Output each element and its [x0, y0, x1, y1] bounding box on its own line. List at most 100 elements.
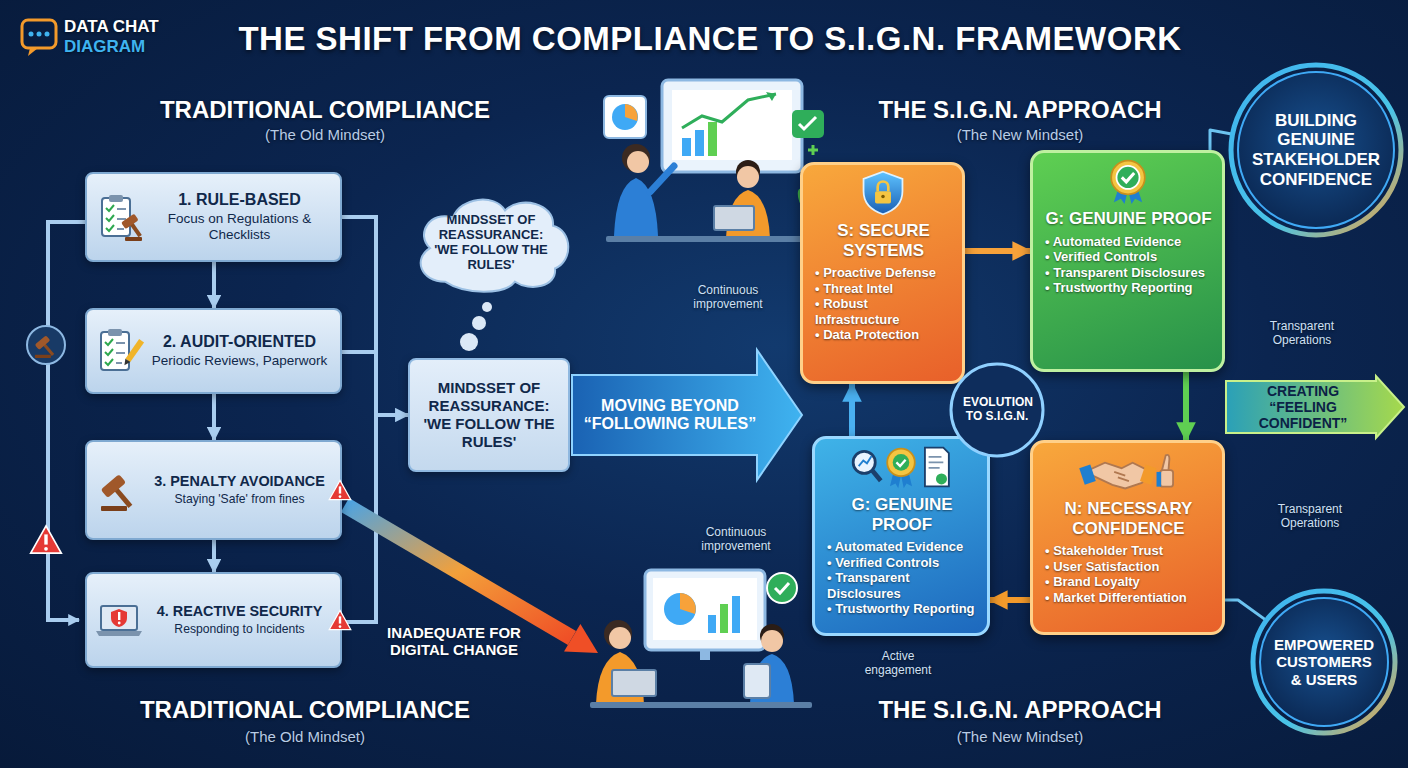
team-illustration-bottom: [720, 604, 728, 633]
team-illustration-bottom: [590, 702, 812, 708]
team-illustration-bottom: [645, 570, 765, 650]
shape-path: [1226, 376, 1404, 438]
mindset-box: MINDSSET OF REASSURANCE: 'WE FOLLOW THE …: [408, 358, 570, 472]
decline-arrow: [564, 624, 598, 653]
connector: [212, 262, 216, 308]
left-bracket: [35, 335, 59, 360]
team-illustration-top: [604, 96, 646, 138]
node-body: • Proactive Defense: [815, 265, 952, 281]
team-illustration-bottom: [680, 593, 696, 614]
box-icon: [1073, 448, 1183, 494]
arrow-banner: MOVING BEYOND “FOLLOWING RULES”: [572, 350, 802, 480]
node-body: Responding to Incidents: [149, 622, 330, 637]
circle-node: BUILDING GENUINE STAKEHOLDER CONFIDENCE: [1228, 62, 1404, 238]
icon-graphic: [863, 172, 902, 214]
icon-graphic: [1111, 161, 1145, 204]
connector: [1183, 372, 1189, 440]
logo-text: DIAGRAM: [64, 37, 204, 57]
thought-bubbles: [460, 333, 478, 351]
note-label: Continuous improvement: [678, 284, 778, 312]
inner-disc: [1238, 72, 1394, 228]
node-body: • Brand Loyalty: [1045, 574, 1212, 590]
connector: [1210, 130, 1231, 150]
connector: [342, 352, 408, 415]
node-heading: MOVING BEYOND “FOLLOWING RULES”: [582, 397, 758, 434]
logo-icon: [28, 48, 38, 56]
logo-icon: [45, 32, 50, 37]
node-heading: 3. PENALTY AVOIDANCE: [149, 473, 330, 490]
circle-node: EVOLUTION TO S.I.G.N.: [949, 362, 1045, 458]
connector: [965, 248, 1030, 254]
process-box: 3. PENALTY AVOIDANCEStaying 'Safe' from …: [85, 440, 342, 540]
note-label: Active engagement: [848, 650, 948, 678]
node-body: • Threat Intel: [815, 281, 952, 297]
node-heading: EMPOWERED CUSTOMERS & USERS: [1270, 636, 1378, 688]
box-icon: [93, 325, 145, 377]
node-body: • Trustworthy Reporting: [827, 601, 977, 617]
warning-label: INADEQUATE FOR DIGITAL CHANGE: [384, 624, 524, 659]
process-box: 2. AUDIT-ORIENTED Periodic Reviews, Paper…: [85, 308, 342, 394]
section-heading: THE S.I.G.N. APPROACH: [835, 96, 1205, 124]
team-illustration-top: [792, 110, 824, 138]
node-heading: G: GENUINE PROOF: [827, 495, 977, 534]
node-heading: BUILDING GENUINE STAKEHOLDER CONFIDENCE: [1250, 111, 1382, 189]
section-subheading: (The Old Mindset): [100, 126, 550, 143]
node-heading: MINDSSET OF REASSURANCE: 'WE FOLLOW THE …: [431, 213, 551, 273]
node-body: • Market Differentiation: [1045, 590, 1212, 606]
box-icon: [93, 464, 145, 516]
node-body: • User Satisfaction: [1045, 559, 1212, 575]
thought-bubbles: [460, 302, 492, 351]
section-heading: TRADITIONAL COMPLIANCE: [100, 96, 550, 124]
note-label: Continuous improvement: [686, 526, 786, 554]
node-heading: 2. AUDIT-ORIENTED: [149, 333, 330, 351]
box-icon: [1098, 158, 1158, 204]
thought-cloud: MINDSSET OF REASSURANCE: 'WE FOLLOW THE …: [405, 185, 575, 297]
team-illustration-bottom: [609, 627, 631, 649]
icon-graphic: [101, 474, 140, 514]
node-body: • Transparent Disclosures: [827, 570, 977, 601]
team-illustration-bottom: [612, 670, 656, 696]
node-body: Focus on Regulations & Checklists: [149, 211, 330, 243]
shape-path: [572, 350, 802, 480]
node-body: • Stakeholder Trust: [1045, 543, 1212, 559]
shape-path: [421, 200, 569, 292]
warning-icon: [328, 479, 352, 501]
node-body: • Verified Controls: [1045, 249, 1212, 265]
connector: [849, 384, 855, 436]
team-illustration-top: [650, 166, 674, 192]
team-illustration-top: [604, 80, 824, 242]
team-illustration-top: [808, 145, 818, 155]
thought-bubbles: [482, 302, 492, 312]
logo-icon: [22, 20, 56, 56]
team-illustration-bottom: [732, 596, 740, 633]
team-illustration-bottom: [653, 578, 757, 640]
inner-disc: [951, 364, 1043, 456]
section-subheading: (The New Mindset): [835, 728, 1205, 745]
box-icon: [93, 594, 145, 646]
logo-icon: [22, 20, 56, 48]
box-icon: [93, 191, 145, 243]
arrow-banner: CREATING “FEELING CONFIDENT”: [1226, 376, 1404, 438]
warning-graphic: [329, 480, 351, 499]
left-bracket: [342, 217, 376, 622]
team-illustration-top: [625, 104, 638, 121]
node-body: • Robust Infrastructure: [815, 296, 952, 327]
team-illustration-top: [672, 90, 792, 160]
node-body: Periodic Reviews, Paperwork: [149, 353, 330, 369]
team-illustration-bottom: [700, 650, 710, 660]
decline-arrow: [345, 505, 572, 638]
node-body: • Automated Evidence: [827, 539, 977, 555]
team-illustration-top: [662, 80, 802, 172]
team-illustration-bottom: [767, 573, 797, 603]
node-body: • Automated Evidence: [1045, 234, 1212, 250]
framework-box: N: NECESSARY CONFIDENCE• Stakeholder Tru…: [1030, 440, 1225, 635]
team-illustration-bottom: [761, 630, 783, 652]
node-body: • Transparent Disclosures: [1045, 265, 1212, 281]
process-box: 4. REACTIVE SECURITYResponding to Incide…: [85, 572, 342, 668]
inner-disc: [1260, 598, 1388, 726]
team-illustration-top: [612, 104, 638, 130]
left-bracket: [27, 326, 65, 364]
thought-bubbles: [472, 316, 486, 330]
section-heading: THE S.I.G.N. APPROACH: [835, 696, 1205, 724]
